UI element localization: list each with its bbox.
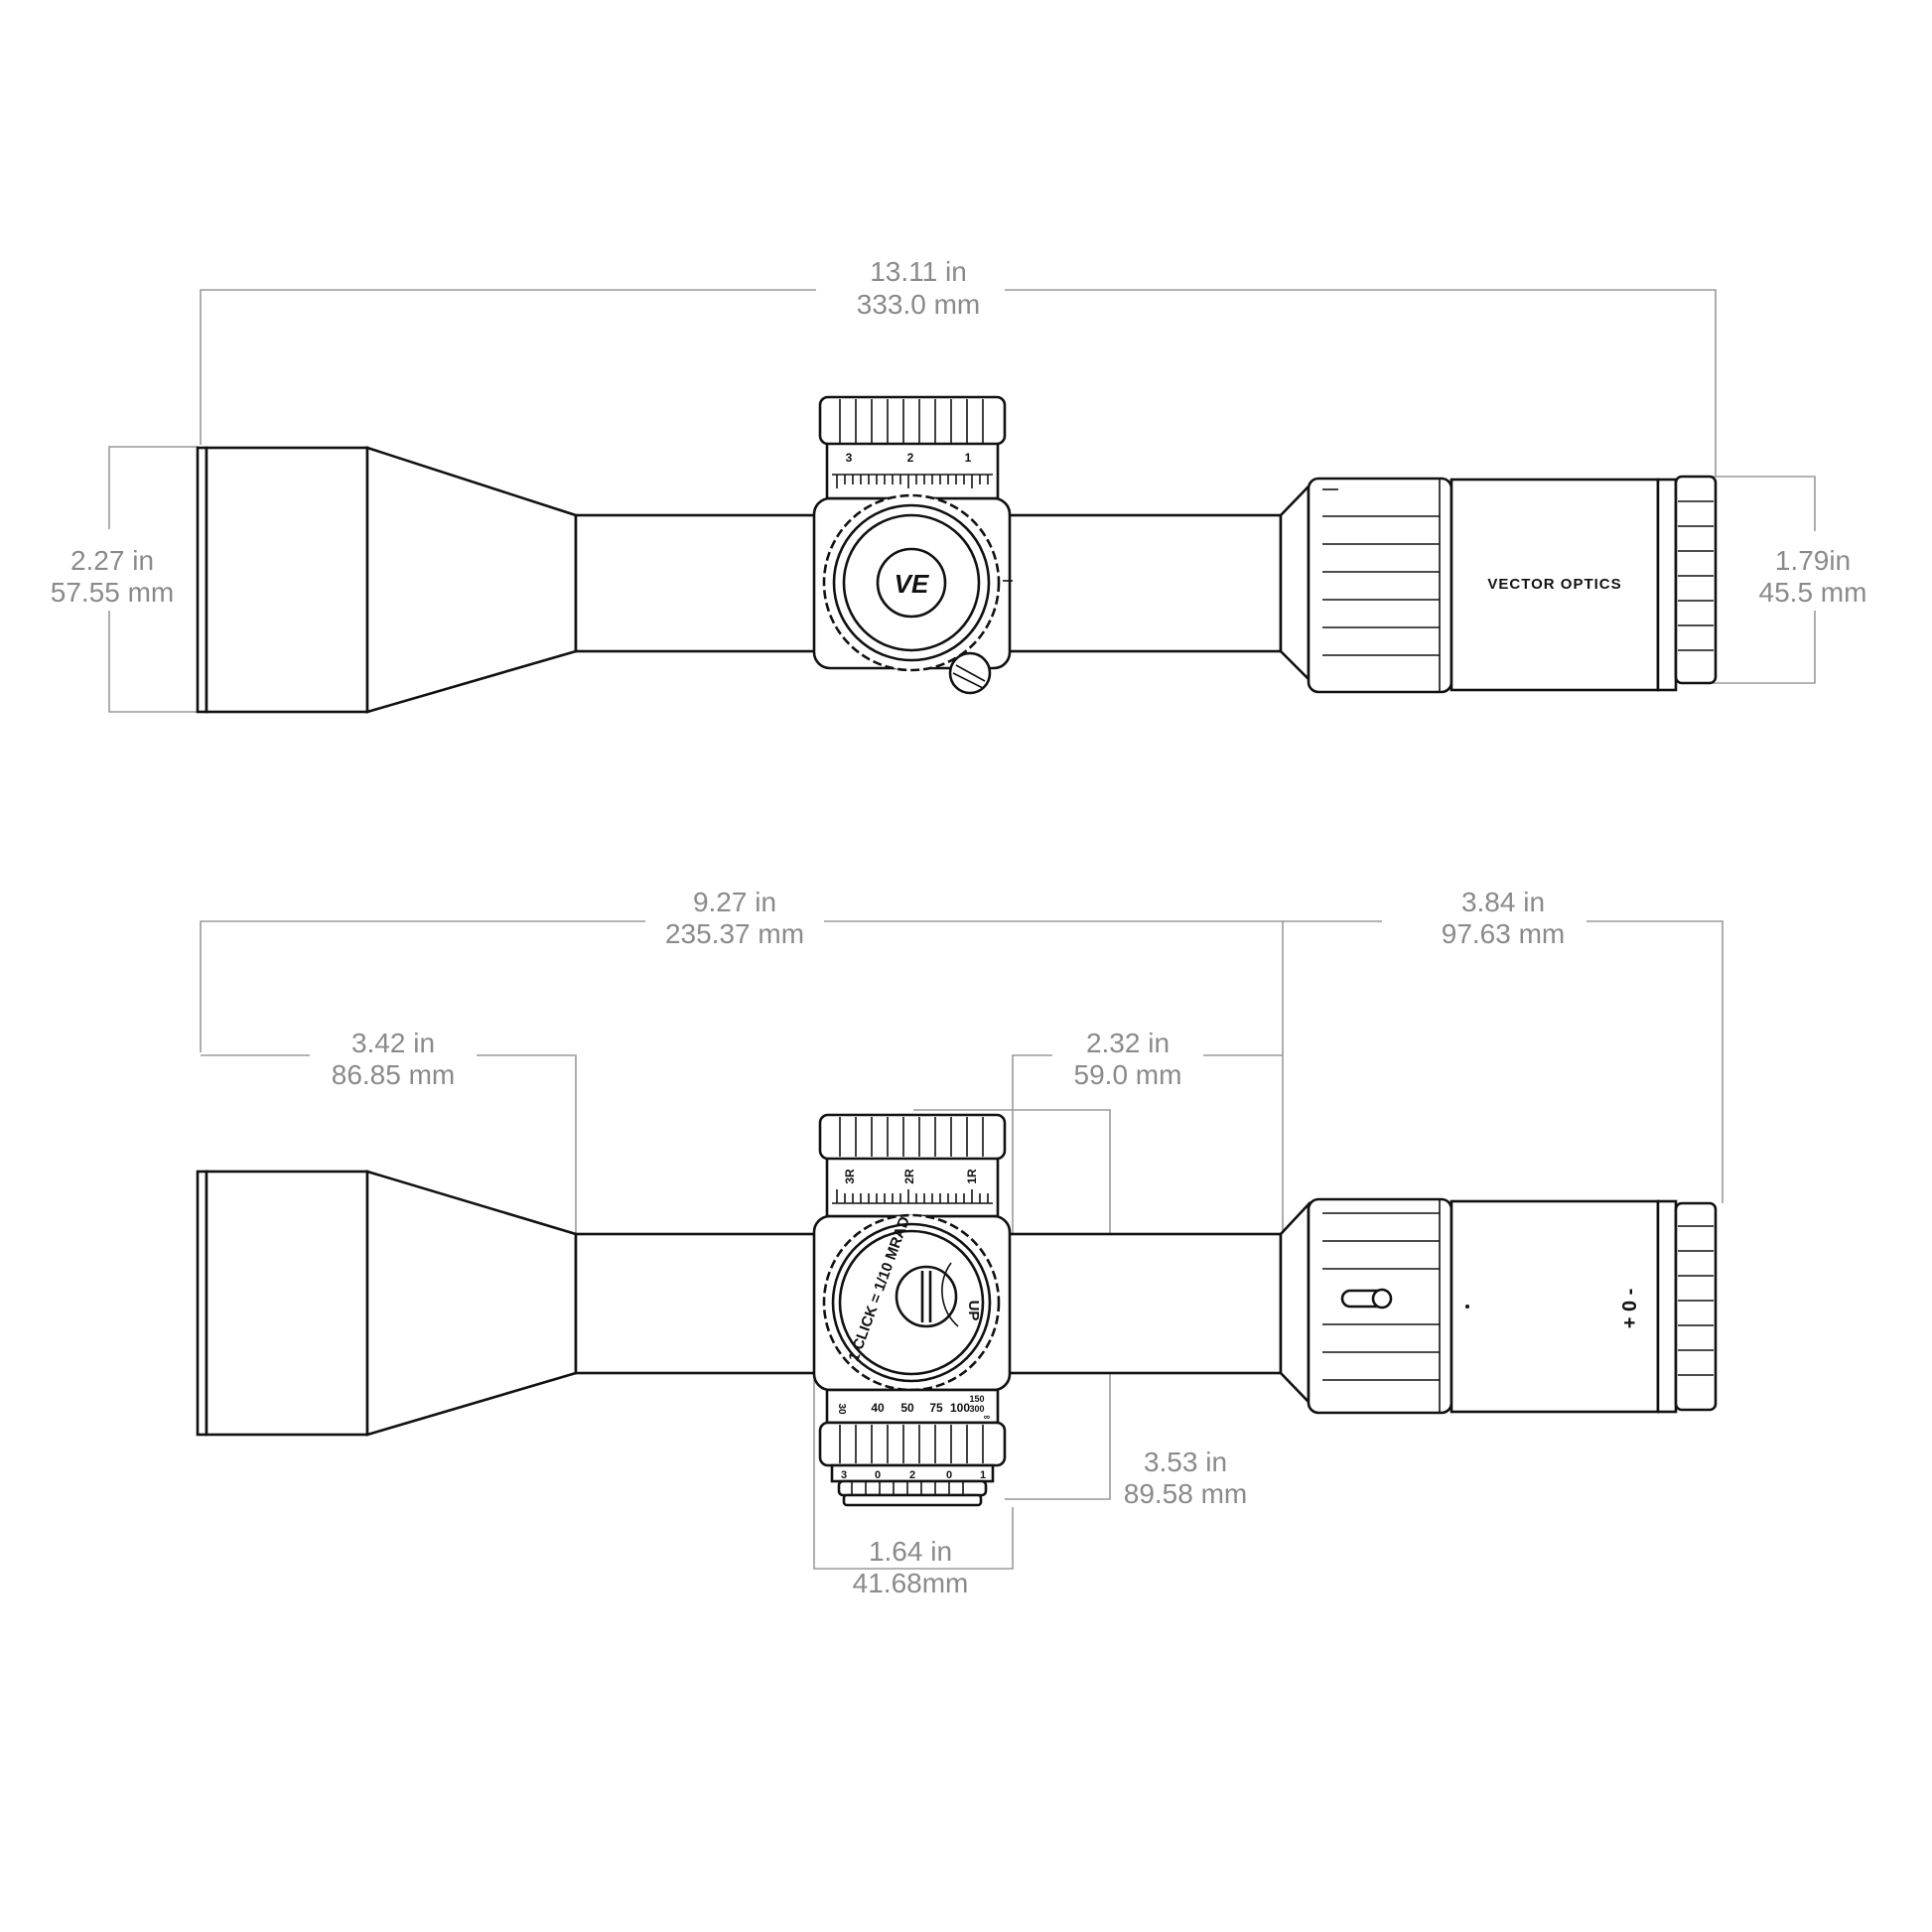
parallax-100: 100 (950, 1401, 970, 1415)
objective-bell-inches: 3.42 in (351, 1028, 435, 1058)
eyepiece-length-inches: 3.84 in (1461, 887, 1545, 917)
parallax-75: 75 (929, 1401, 943, 1415)
eyepiece-length-mm: 97.63 mm (1442, 918, 1566, 949)
turret-height-mm: 89.58 mm (1124, 1478, 1248, 1509)
top-view: 13.11 in 333.0 mm 2.27 in 57.55 mm 1.79i… (51, 256, 1867, 714)
diopter-ring (1674, 475, 1718, 685)
eyepiece-assembly-side: 10 8 7 6 5 + 0 - (1279, 1197, 1718, 1415)
parallax-50: 50 (900, 1401, 914, 1415)
parallax-turret: 30 40 50 75 100 150 300 ∞ 3 0 2 0 1 (818, 1388, 1007, 1507)
parallax-30: 30 (836, 1403, 847, 1415)
parallax-40: 40 (871, 1401, 885, 1415)
windage-cap: VE (822, 493, 1013, 672)
objective-to-saddle-inches: 9.27 in (693, 887, 776, 917)
eyepiece-diameter-mm: 45.5 mm (1759, 577, 1867, 608)
parallax-infinity: ∞ (984, 1412, 991, 1422)
turret-scale-3: 3 (846, 451, 853, 465)
turret-scale-2: 2 (907, 451, 914, 465)
saddle-to-eyepiece-inches: 2.32 in (1086, 1028, 1170, 1058)
saddle-width-dimension: 1.64 in 41.68mm (813, 1380, 1014, 1598)
saddle-width-inches: 1.64 in (869, 1536, 952, 1567)
saddle-to-eyepiece-dimension: 2.32 in 59.0 mm (1012, 1028, 1283, 1234)
bottom-scale-2: 2 (909, 1469, 915, 1481)
elevation-turret-side: 3R 2R 1R (818, 1113, 1007, 1218)
saddle-width-mm: 41.68mm (853, 1568, 969, 1598)
eyepiece-diameter-dimension: 1.79in 45.5 mm (1696, 476, 1867, 684)
elevation-turret: 3 2 1 (818, 395, 1007, 500)
objective-bell (196, 446, 578, 714)
overall-length-mm: 333.0 mm (857, 289, 981, 320)
objective-to-saddle-dimension: 9.27 in 235.37 mm (200, 887, 1284, 1234)
overall-length-inches: 13.11 in (870, 256, 967, 287)
diopter-text: + 0 - (1619, 1289, 1641, 1329)
magnification-ring (1307, 477, 1453, 694)
objective-to-saddle-mm: 235.37 mm (665, 918, 804, 949)
bottom-scale-0a: 0 (875, 1469, 881, 1481)
objective-diameter-inches: 2.27 in (70, 545, 154, 576)
eyepiece-length-dimension: 3.84 in 97.63 mm (1283, 887, 1724, 1203)
windage-dial: 1 CLICK = 1/10 MRAD UP (822, 1213, 1001, 1392)
overall-length-dimension: 13.11 in 333.0 mm (200, 256, 1717, 477)
objective-bell-side (196, 1170, 578, 1437)
saddle-to-eyepiece-mm: 59.0 mm (1074, 1059, 1182, 1090)
dial-up: UP (965, 1301, 982, 1321)
vector-optics-logo-icon (876, 547, 947, 619)
objective-bell-mm: 86.85 mm (332, 1059, 456, 1090)
objective-diameter-mm: 57.55 mm (51, 577, 175, 608)
side-view: 9.27 in 235.37 mm 3.84 in 97.63 mm 3.42 … (196, 887, 1724, 1598)
turret-scale-1: 1 (965, 451, 972, 465)
bottom-scale-3: 3 (841, 1469, 847, 1481)
side-knob (948, 651, 992, 695)
brand-text: VECTOR OPTICS (1487, 576, 1621, 593)
turret-scale-ticks (832, 474, 993, 488)
eyepiece-assembly: 5 4 3 VECTOR OPTICS (1279, 475, 1718, 694)
turret-height-inches: 3.53 in (1144, 1447, 1227, 1477)
parallax-150: 150 (969, 1394, 984, 1404)
elevation-scale-1r: 1R (965, 1169, 979, 1184)
eyepiece-diameter-inches: 1.79in (1775, 545, 1851, 576)
logo-text: VE (895, 569, 929, 599)
diopter-ring-side (1674, 1201, 1718, 1412)
elevation-scale-3r: 3R (843, 1169, 857, 1184)
bottom-scale-0b: 0 (946, 1469, 952, 1481)
bottom-scale-1: 1 (980, 1469, 986, 1481)
parallax-300: 300 (969, 1404, 984, 1414)
objective-bell-length-dimension: 3.42 in 86.85 mm (201, 1028, 577, 1234)
windage-screw-icon (895, 1265, 958, 1328)
eyepiece-body (1449, 478, 1660, 692)
elevation-scale-2r: 2R (902, 1169, 916, 1184)
objective-diameter-dimension: 2.27 in 57.55 mm (51, 446, 199, 713)
